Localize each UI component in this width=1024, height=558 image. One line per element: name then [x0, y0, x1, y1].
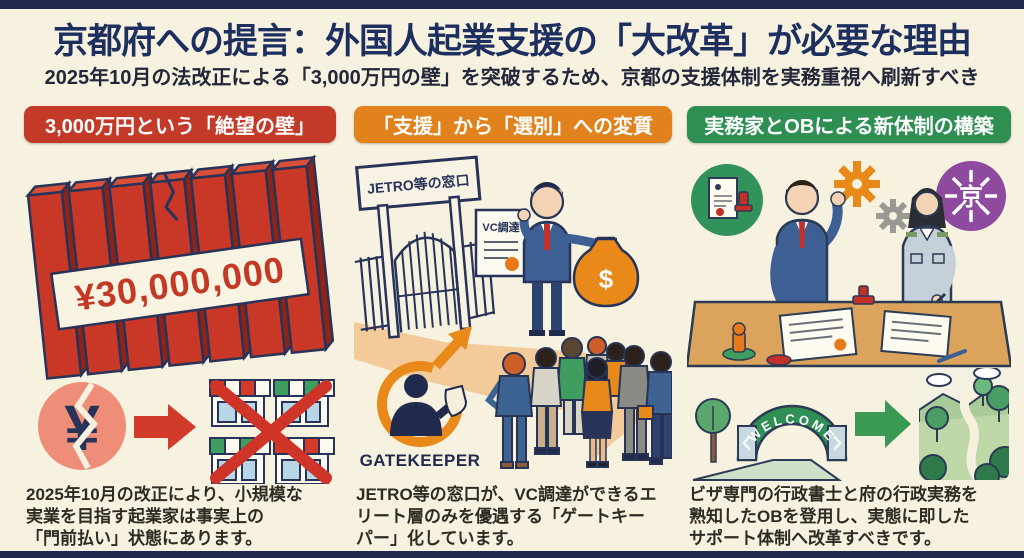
wall-crack	[163, 172, 179, 222]
page-title: 京都府への提言：外国人起業支援の「大改革」が必要な理由	[52, 22, 972, 61]
tree-icon	[925, 406, 949, 442]
tie	[799, 222, 805, 248]
desk-icon	[687, 285, 1011, 368]
column-gatekeeper: 「支援」から「選別」への変質 JETRO等の窓口	[354, 106, 672, 552]
tree-icon	[986, 385, 1009, 422]
person-blue-briefcase	[637, 351, 672, 465]
paper-icon	[778, 307, 858, 363]
column2-header-badge: 「支援」から「選別」への変質	[354, 106, 672, 143]
welcome-arch-icon: WELCOME	[692, 404, 848, 481]
vc-document-icon: VC調達	[474, 208, 528, 278]
advisor-man	[770, 180, 846, 314]
person-orange-top-woman	[580, 357, 614, 468]
vc-elite-man: VC調達 $	[474, 182, 640, 336]
broken-yen-icon: ¥	[38, 382, 126, 470]
bush-icon	[974, 463, 1000, 480]
ink-pad-icon	[766, 354, 792, 366]
wall-illustration: ¥30,000,000 ¥	[25, 154, 335, 484]
column2-caption: JETRO等の窓口が、VC調達ができるエ リート層のみを優遇する「ゲートキー パ…	[356, 485, 657, 548]
hair	[531, 182, 563, 198]
hair	[786, 180, 818, 196]
person-gray-suit	[616, 345, 652, 461]
epaulette	[906, 232, 917, 237]
money-bag-icon: $	[572, 236, 640, 308]
bush-icon	[919, 454, 947, 480]
top-border	[0, 0, 1024, 9]
epaulette	[937, 232, 948, 237]
column3-header-badge: 実務家とOBによる新体制の構築	[687, 106, 1011, 143]
pen-icon	[937, 349, 967, 363]
person-businesswoman	[485, 352, 534, 469]
chevron-left-icon	[742, 435, 751, 451]
kyoto-emblem-badge: 京	[936, 161, 1006, 231]
red-arrow-icon	[134, 404, 196, 450]
vc-document-label: VC調達	[482, 220, 519, 234]
crowd-icon	[485, 336, 672, 469]
reform-illustration: 京	[687, 161, 1011, 481]
dollar-symbol: $	[599, 264, 614, 294]
person-green	[555, 337, 589, 435]
cloud-icon	[926, 368, 1001, 387]
gatekeeper-logo: GATEKEEPER	[360, 326, 481, 470]
coin-crack	[72, 382, 98, 470]
column1-header-badge: 3,000万円という「絶望の壁」	[24, 106, 336, 143]
tree-icon	[695, 398, 731, 463]
chevron-right-icon	[833, 435, 842, 451]
green-arrow-icon	[855, 400, 911, 448]
briefcase-icon	[637, 405, 654, 420]
hair	[915, 188, 939, 200]
paper-icon	[880, 310, 952, 358]
stamp-icon	[738, 191, 749, 206]
column1-caption: 2025年10月の改正により、小規模な 実業を目指す起業家は事実上の 「門前払い…	[26, 485, 303, 548]
landscape-icon	[919, 368, 1009, 480]
official-woman	[901, 188, 956, 310]
red-x-icon	[210, 380, 332, 484]
gate-icon: JETRO等の窓口	[354, 155, 496, 339]
column-wall: 3,000万円という「絶望の壁」 ¥30,000,000 ¥	[24, 106, 336, 552]
document-stamp-badge	[691, 164, 763, 236]
gatekeeper-label: GATEKEEPER	[360, 451, 481, 470]
person-gray-shirt	[529, 347, 563, 455]
bottom-border	[0, 551, 1024, 558]
page-subtitle: 2025年10月の法改正による「3,000万円の壁」を突破するため、京都の支援体…	[44, 67, 980, 89]
storefronts-icon	[209, 379, 335, 484]
column3-caption: ビザ専門の行政書士と府の行政実務を 熟知したOBを登用し、実態に即した サポート…	[689, 485, 978, 548]
seal-icon	[505, 257, 519, 271]
gatekeeper-illustration: JETRO等の窓口 VC調達	[354, 155, 672, 470]
shield-icon	[444, 384, 468, 418]
emblem-character: 京	[959, 183, 983, 211]
column-reform: 実務家とOBによる新体制の構築	[687, 106, 1011, 552]
tie	[544, 224, 550, 250]
